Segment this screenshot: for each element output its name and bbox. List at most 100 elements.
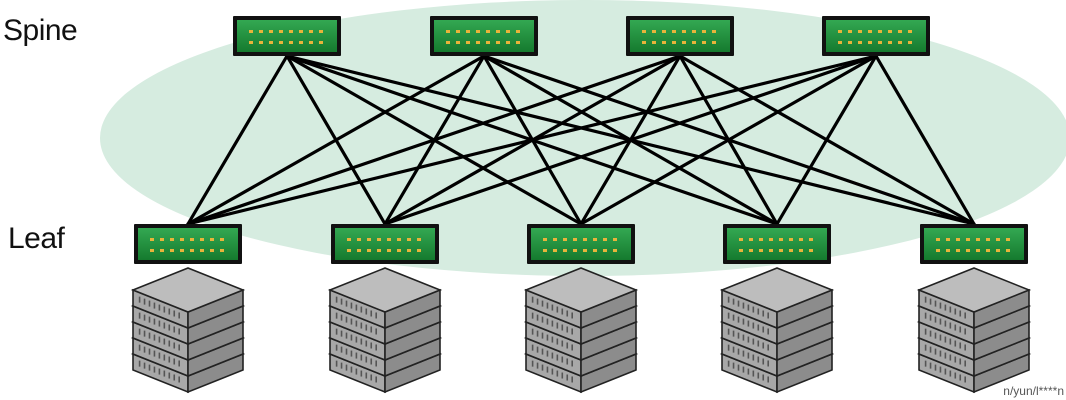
spine-switch-4 bbox=[822, 16, 930, 56]
switch-port-led bbox=[662, 41, 666, 44]
switch-port-led bbox=[397, 249, 401, 252]
link-spine4-leaf5 bbox=[874, 54, 976, 226]
server-stack-4 bbox=[719, 267, 835, 394]
switch-port-led bbox=[936, 238, 940, 241]
switch-port-led bbox=[249, 30, 253, 33]
switch-face bbox=[237, 20, 337, 52]
switch-port-led bbox=[180, 238, 184, 241]
switch-port-led bbox=[357, 238, 361, 241]
spine-switch-1 bbox=[233, 16, 341, 56]
switch-port-led bbox=[976, 249, 980, 252]
switch-port-led bbox=[476, 30, 480, 33]
server-stack-3 bbox=[523, 267, 639, 394]
switch-port-led bbox=[642, 41, 646, 44]
switch-port-led bbox=[553, 238, 557, 241]
switch-port-led bbox=[908, 30, 912, 33]
switch-port-led bbox=[682, 41, 686, 44]
switch-face bbox=[138, 228, 238, 260]
switch-port-led bbox=[662, 30, 666, 33]
switch-port-led bbox=[956, 238, 960, 241]
switch-port-led bbox=[593, 238, 597, 241]
switch-port-led bbox=[170, 238, 174, 241]
switch-port-led bbox=[190, 238, 194, 241]
switch-port-led bbox=[908, 41, 912, 44]
switch-port-led bbox=[573, 249, 577, 252]
switch-port-led bbox=[779, 238, 783, 241]
switch-port-led bbox=[309, 30, 313, 33]
switch-port-led bbox=[702, 30, 706, 33]
switch-port-led bbox=[1006, 238, 1010, 241]
server-stacks bbox=[130, 267, 1032, 394]
switch-port-led bbox=[456, 30, 460, 33]
spine-switch-2 bbox=[430, 16, 538, 56]
switch-port-led bbox=[583, 238, 587, 241]
link-spine1-leaf1 bbox=[186, 54, 289, 226]
switch-port-led bbox=[506, 30, 510, 33]
switch-port-led bbox=[150, 238, 154, 241]
switch-port-led bbox=[309, 41, 313, 44]
switch-port-led bbox=[496, 30, 500, 33]
switch-port-led bbox=[739, 249, 743, 252]
switch-port-led bbox=[417, 238, 421, 241]
switch-port-led bbox=[799, 238, 803, 241]
switch-port-led bbox=[966, 249, 970, 252]
switch-port-led bbox=[289, 30, 293, 33]
switch-port-led bbox=[543, 238, 547, 241]
leaf-switch-5 bbox=[920, 224, 1028, 264]
switch-port-led bbox=[868, 30, 872, 33]
switch-port-led bbox=[888, 41, 892, 44]
switch-port-led bbox=[299, 30, 303, 33]
switch-port-led bbox=[516, 41, 520, 44]
switch-port-led bbox=[838, 30, 842, 33]
switch-port-led bbox=[150, 249, 154, 252]
switch-port-led bbox=[563, 238, 567, 241]
switch-port-led bbox=[946, 238, 950, 241]
watermark-text: n/yun/l****n bbox=[1003, 384, 1064, 398]
switch-port-led bbox=[516, 30, 520, 33]
switch-port-led bbox=[702, 41, 706, 44]
switch-port-led bbox=[299, 41, 303, 44]
switch-port-led bbox=[868, 41, 872, 44]
switch-port-led bbox=[563, 249, 567, 252]
server-top-face bbox=[719, 267, 835, 313]
server-top-face bbox=[327, 267, 443, 313]
spine-switch-3 bbox=[626, 16, 734, 56]
link-spine4-leaf1 bbox=[186, 54, 878, 226]
switches bbox=[134, 16, 1028, 264]
switch-port-led bbox=[347, 249, 351, 252]
server-top-face bbox=[130, 267, 246, 313]
leaf-switch-4 bbox=[723, 224, 831, 264]
switch-port-led bbox=[593, 249, 597, 252]
switch-port-led bbox=[446, 41, 450, 44]
switch-port-led bbox=[486, 30, 490, 33]
switch-port-led bbox=[200, 238, 204, 241]
switch-port-led bbox=[779, 249, 783, 252]
switch-port-led bbox=[613, 238, 617, 241]
switch-port-led bbox=[170, 249, 174, 252]
switch-port-led bbox=[692, 41, 696, 44]
switch-port-led bbox=[878, 30, 882, 33]
switch-port-led bbox=[367, 238, 371, 241]
switch-port-led bbox=[888, 30, 892, 33]
switch-port-led bbox=[878, 41, 882, 44]
server-top-face bbox=[916, 267, 1032, 313]
switch-port-led bbox=[986, 249, 990, 252]
switch-port-led bbox=[936, 249, 940, 252]
switch-port-led bbox=[692, 30, 696, 33]
server-top-face bbox=[523, 267, 639, 313]
switch-port-led bbox=[407, 238, 411, 241]
switch-port-led bbox=[573, 238, 577, 241]
switch-port-led bbox=[672, 30, 676, 33]
switch-face bbox=[727, 228, 827, 260]
switch-port-led bbox=[200, 249, 204, 252]
switch-port-led bbox=[180, 249, 184, 252]
switch-port-led bbox=[583, 249, 587, 252]
switch-port-led bbox=[456, 41, 460, 44]
switch-port-led bbox=[739, 238, 743, 241]
switch-port-led bbox=[486, 41, 490, 44]
switch-port-led bbox=[996, 238, 1000, 241]
switch-port-led bbox=[642, 30, 646, 33]
switch-port-led bbox=[956, 249, 960, 252]
switch-port-led bbox=[249, 41, 253, 44]
